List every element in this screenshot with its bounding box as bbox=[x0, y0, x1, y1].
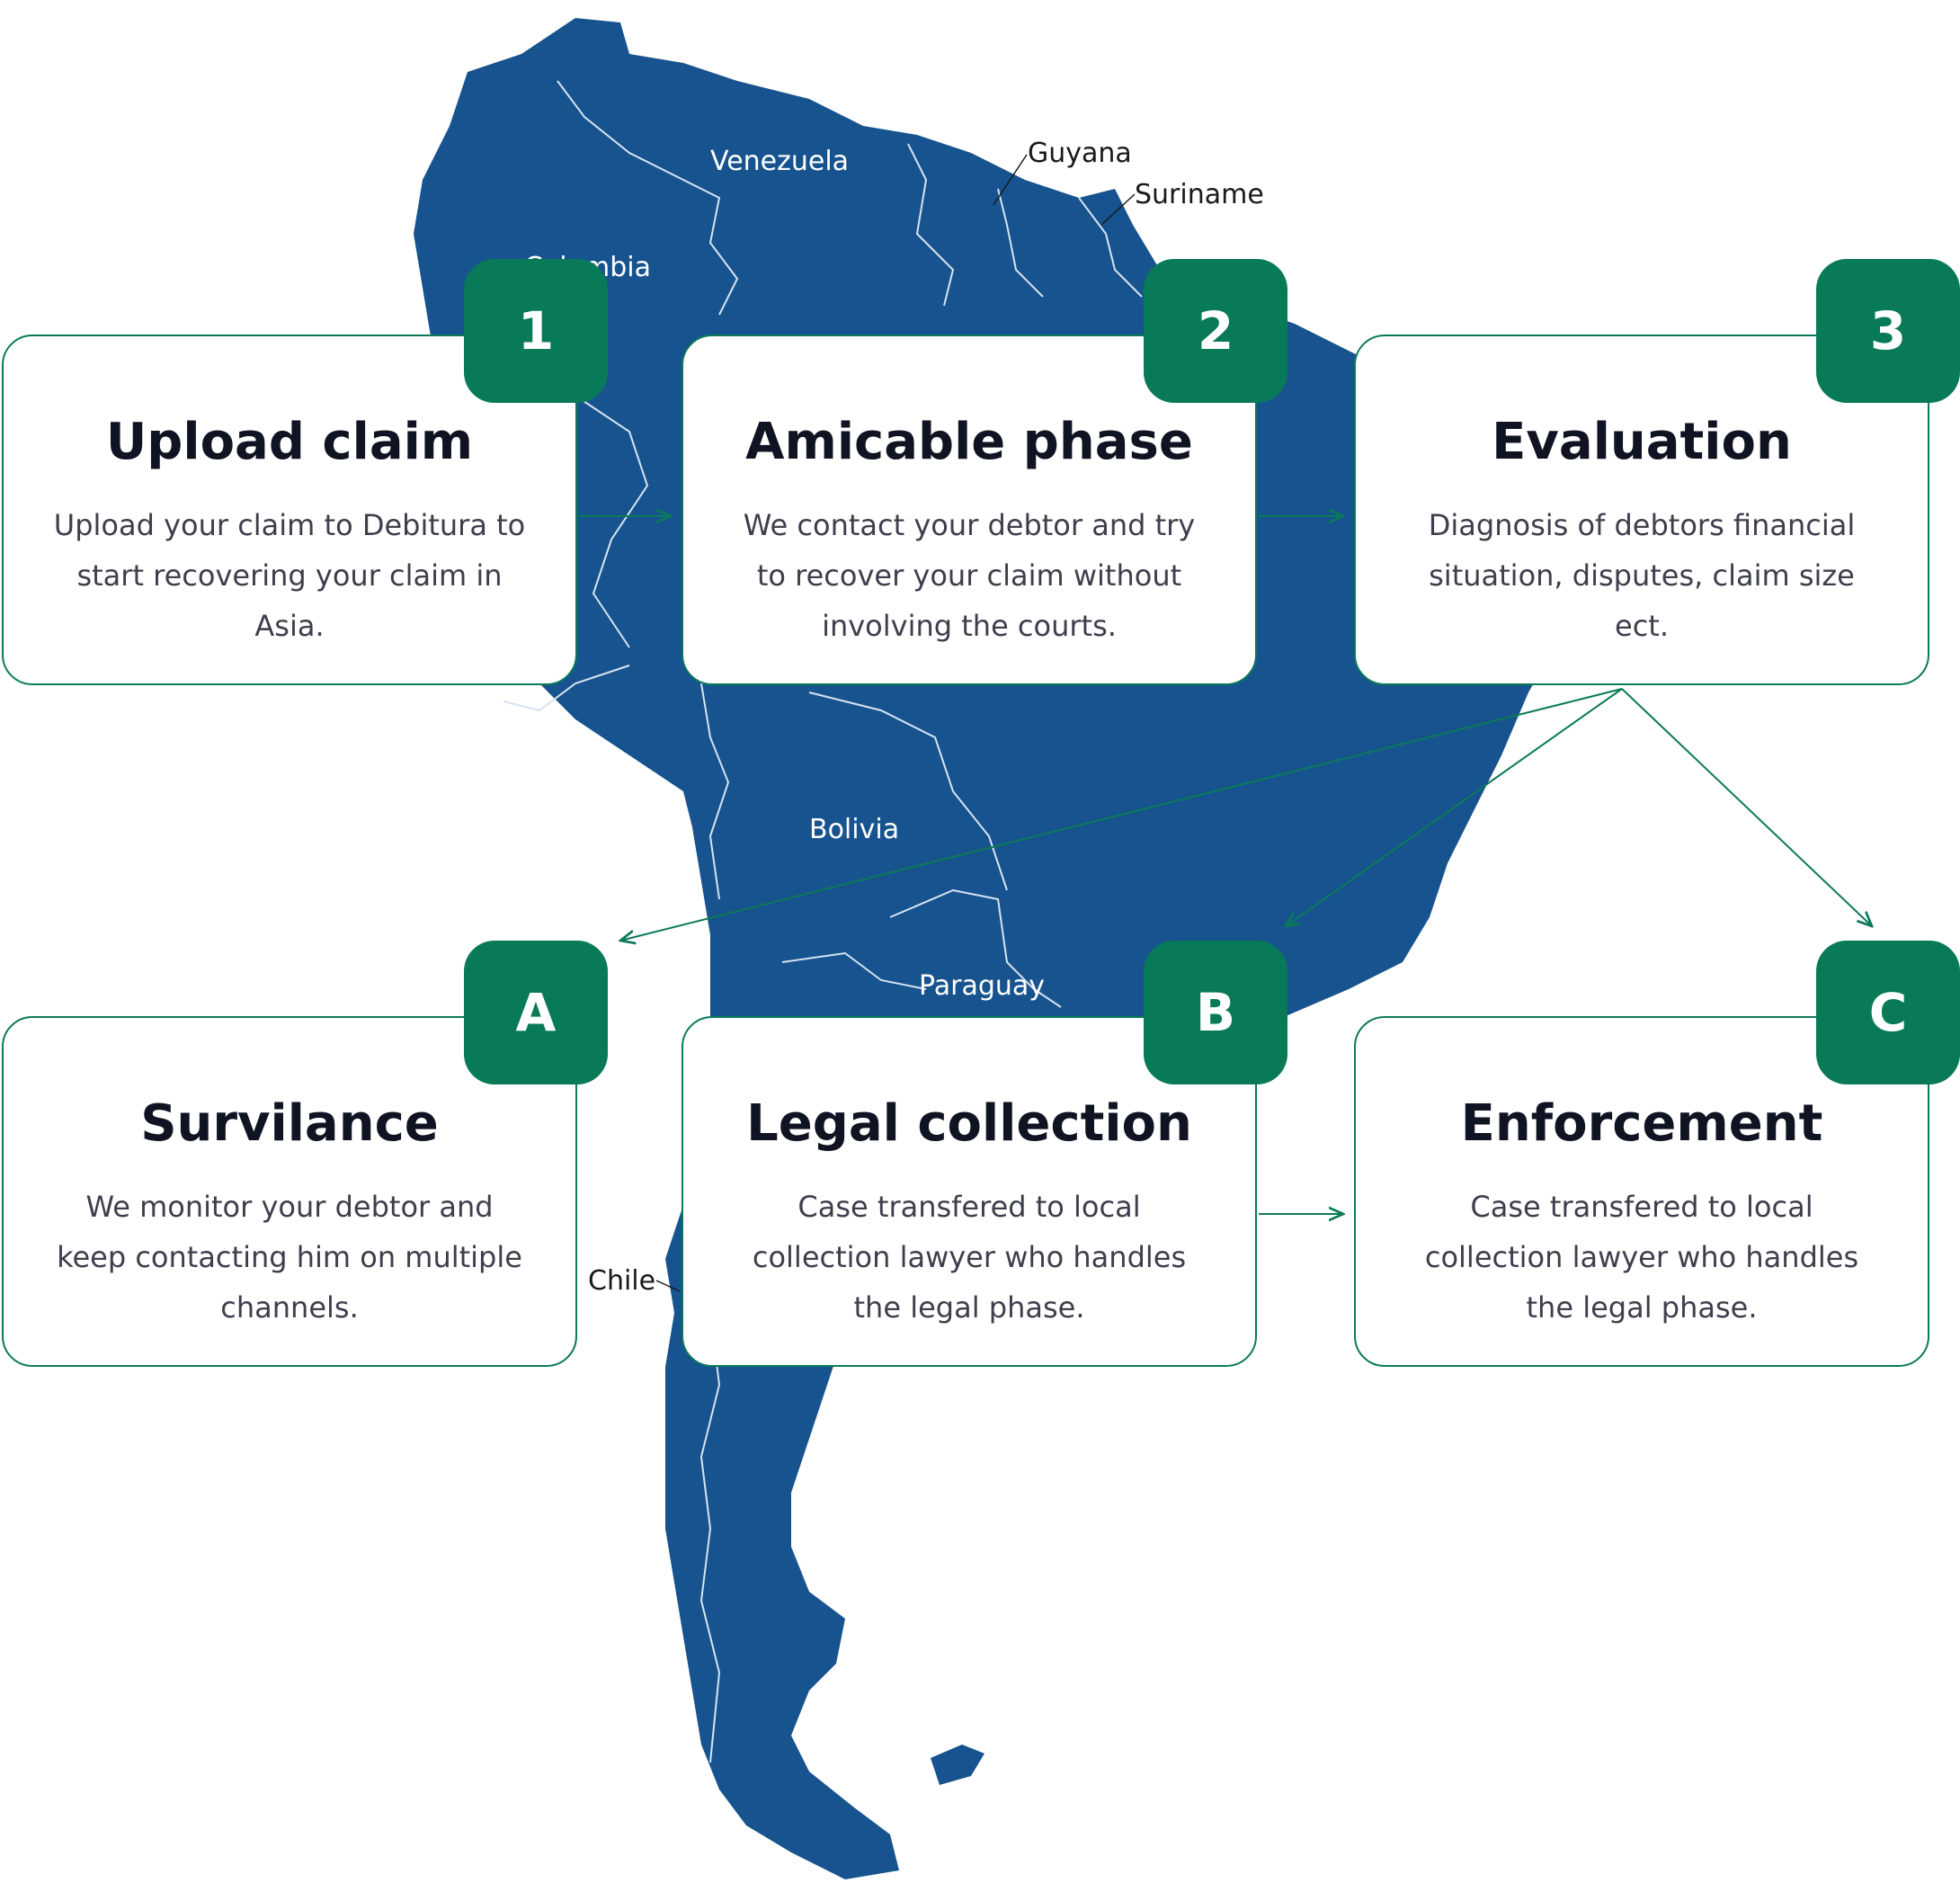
map-label-suriname: Suriname bbox=[1135, 179, 1264, 210]
step-title: Evaluation bbox=[1492, 413, 1792, 471]
step-number-badge: 1 bbox=[464, 259, 608, 403]
step-title: Upload claim bbox=[105, 413, 474, 471]
step-number-badge: 2 bbox=[1144, 259, 1287, 403]
option-letter-badge: B bbox=[1144, 941, 1287, 1084]
option-letter-badge: C bbox=[1816, 941, 1960, 1084]
map-label-guyana: Guyana bbox=[1028, 138, 1132, 169]
map-label-venezuela: Venezuela bbox=[710, 146, 850, 177]
map-label-bolivia: Bolivia bbox=[809, 814, 900, 845]
map-label-chile: Chile bbox=[588, 1265, 656, 1297]
option-title: Enforcement bbox=[1460, 1094, 1823, 1153]
island-falklands bbox=[931, 1745, 984, 1785]
option-letter-badge: A bbox=[464, 941, 608, 1084]
step-title: Amicable phase bbox=[745, 413, 1193, 471]
option-description: Case transfered to local collection lawy… bbox=[752, 1190, 1187, 1325]
option-description: We monitor your debtor and keep contacti… bbox=[57, 1190, 522, 1325]
option-description: Case transfered to local collection lawy… bbox=[1424, 1190, 1859, 1325]
step-description: We contact your debtor and try to recove… bbox=[743, 508, 1196, 643]
option-title: Survilance bbox=[140, 1094, 439, 1153]
step-description: Upload your claim to Debitura to start r… bbox=[53, 508, 526, 643]
option-title: Legal collection bbox=[746, 1094, 1192, 1153]
step-description: Diagnosis of debtors financial situation… bbox=[1428, 508, 1856, 643]
step-number-badge: 3 bbox=[1816, 259, 1960, 403]
map-label-paraguay: Paraguay bbox=[919, 970, 1046, 1002]
